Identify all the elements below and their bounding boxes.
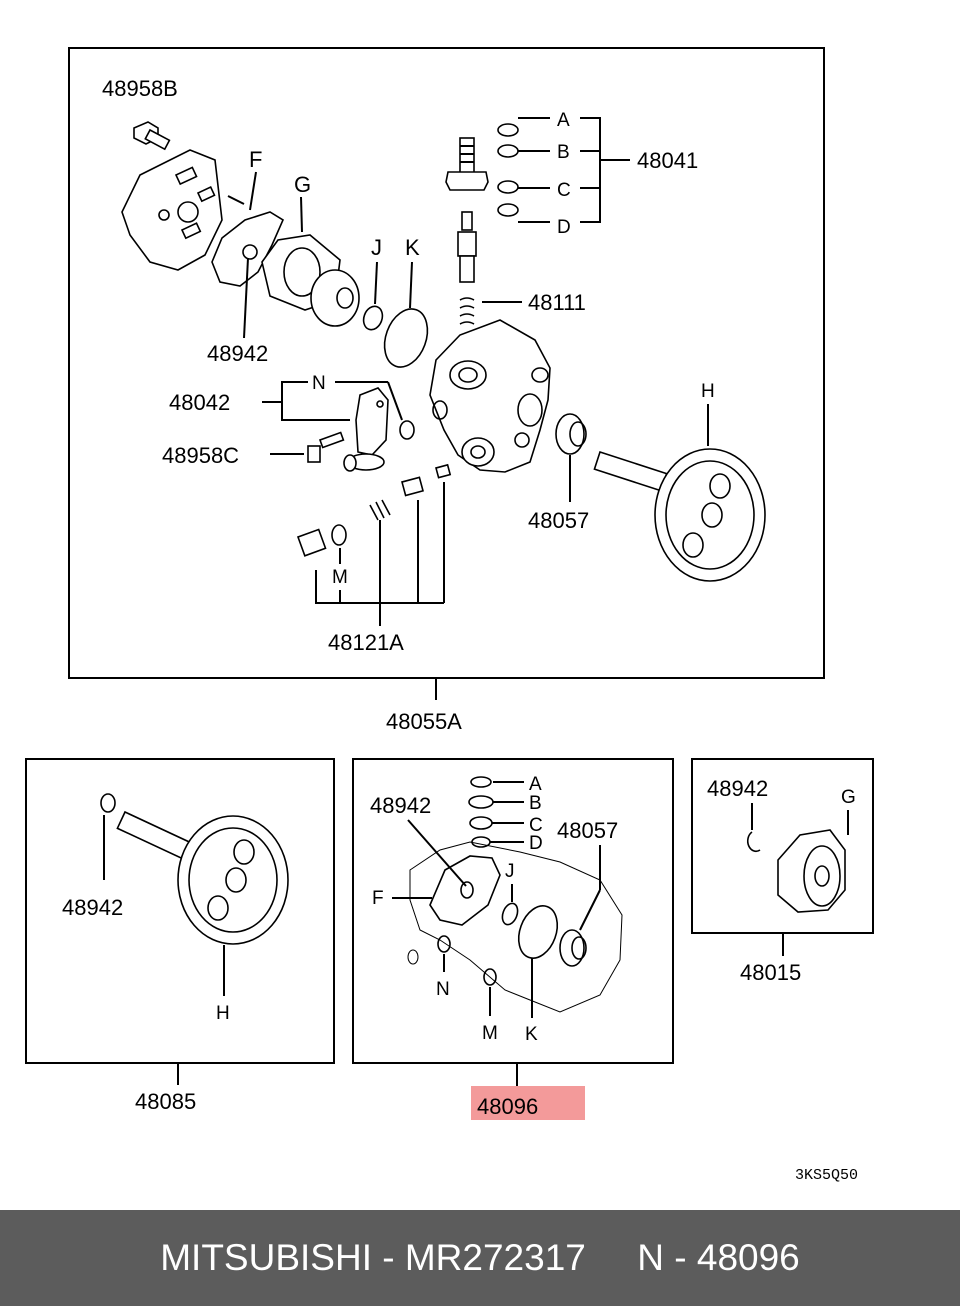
callout-A-sealkit: A (529, 774, 542, 795)
gasket-F-sealkit-icon (429, 855, 501, 926)
callout-48942-shaftbox: 48942 (62, 895, 123, 920)
callout-M: M (332, 567, 348, 588)
callout-M-sealkit: M (482, 1023, 498, 1044)
callout-48057-sealkit: 48057 (557, 818, 618, 843)
parts-diagram: 48055A 48958B F G 48942 J K (25, 47, 874, 1184)
callout-B: B (557, 142, 570, 163)
drawing-code: 3KS5Q50 (795, 1167, 858, 1184)
pump-body-icon (429, 319, 551, 473)
pulley-icon (593, 448, 766, 582)
bolt-left-icon (307, 431, 345, 463)
callout-48942-sealkit: 48942 (370, 793, 431, 818)
valve-orings (497, 123, 519, 217)
gasket-F-icon (211, 211, 285, 287)
callout-48958C: 48958C (162, 443, 239, 468)
ring-M-sealkit-icon (483, 968, 497, 986)
seal-kit-box-label: 48096 (477, 1094, 538, 1119)
bolt-top-icon (133, 121, 171, 151)
callout-K: K (405, 235, 420, 260)
main-assembly-frame (68, 47, 825, 679)
seal-kit-orings (468, 776, 494, 848)
ring-K-icon (383, 308, 429, 368)
target-part-highlight (471, 1086, 585, 1120)
callout-G: G (294, 172, 311, 197)
callout-N: N (312, 373, 326, 394)
callout-F-sealkit: F (372, 888, 384, 909)
callout-48111: 48111 (528, 290, 586, 315)
rotor-rotorbox-icon (777, 829, 846, 913)
footer-text: MITSUBISHI - MR272317 N - 48096 (160, 1237, 800, 1278)
cover-plate-icon (121, 149, 245, 271)
callout-F: F (249, 147, 262, 172)
shaft-pulley-icon (116, 810, 289, 945)
callout-48942-left: 48942 (207, 341, 268, 366)
ring-N-icon (399, 420, 415, 440)
callout-48057: 48057 (528, 508, 589, 533)
ring-N-sealkit-icon (437, 935, 451, 953)
callout-B-sealkit: B (529, 793, 542, 814)
callout-48942-rotorbox: 48942 (707, 776, 768, 801)
callout-48121A: 48121A (328, 630, 404, 655)
callout-48042: 48042 (169, 390, 230, 415)
callout-C: C (557, 180, 571, 201)
bracket-icon (343, 387, 389, 472)
callout-D-sealkit: D (529, 833, 543, 854)
callout-H-shaftbox: H (216, 1003, 230, 1024)
callout-H: H (701, 381, 715, 402)
callout-K-sealkit: K (525, 1024, 538, 1045)
ring-48942-rotorbox-icon (747, 831, 761, 853)
callout-J-sealkit: J (505, 861, 515, 882)
footer-bar: MITSUBISHI - MR272317 N - 48096 (0, 1210, 960, 1306)
ring-48942-shaftbox-icon (100, 793, 116, 813)
callout-48958B: 48958B (102, 76, 178, 101)
callout-48041: 48041 (637, 148, 698, 173)
seal-kit-outline (407, 841, 623, 1013)
ring-J-sealkit-icon (501, 902, 519, 926)
seal-kit-box-frame (352, 758, 674, 1064)
shaft-box-frame (25, 758, 335, 1064)
callout-G-rotorbox: G (841, 787, 856, 808)
callout-A: A (557, 110, 570, 131)
rotor-G-icon (261, 234, 360, 327)
ring-K-sealkit-icon (517, 905, 559, 959)
callout-C-sealkit: C (529, 815, 543, 836)
callout-J: J (371, 235, 382, 260)
relief-parts (296, 463, 452, 557)
callout-D: D (557, 217, 571, 238)
main-assembly-label: 48055A (386, 709, 462, 734)
rotor-box-label: 48015 (740, 960, 801, 985)
callout-N-sealkit: N (436, 979, 450, 1000)
shaft-box-label: 48085 (135, 1089, 196, 1114)
ring-J-icon (362, 305, 384, 331)
valve-stack-icon (445, 137, 489, 325)
